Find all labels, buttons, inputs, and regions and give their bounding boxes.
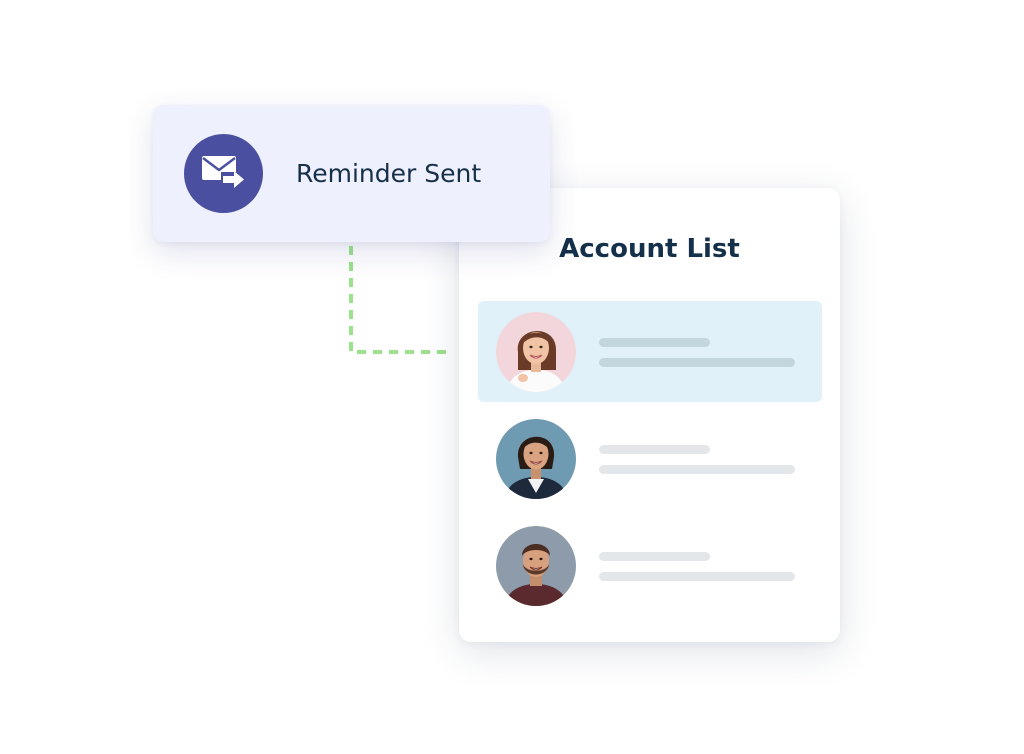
avatar-woman-1: [496, 312, 576, 392]
account-row[interactable]: [478, 515, 822, 616]
account-list-card: Account List: [459, 188, 840, 642]
account-row-selected[interactable]: [478, 301, 822, 402]
placeholder-line-detail: [599, 572, 795, 581]
envelope-arrow-icon: [202, 156, 245, 188]
avatar: [496, 312, 576, 392]
mail-forward-icon: [184, 134, 263, 213]
placeholder-line-name: [599, 338, 710, 347]
placeholder-line-name: [599, 552, 710, 561]
avatar-man-1: [496, 526, 576, 606]
reminder-sent-card: Reminder Sent: [153, 105, 550, 242]
reminder-status-label: Reminder Sent: [296, 159, 482, 188]
dashed-connector: [349, 246, 452, 354]
placeholder-line-detail: [599, 358, 795, 367]
avatar: [496, 526, 576, 606]
placeholder-line-detail: [599, 465, 795, 474]
account-list: [478, 301, 822, 622]
account-row[interactable]: [478, 408, 822, 509]
placeholder-line-name: [599, 445, 710, 454]
avatar: [496, 419, 576, 499]
account-list-title: Account List: [559, 234, 740, 264]
avatar-woman-2: [496, 419, 576, 499]
